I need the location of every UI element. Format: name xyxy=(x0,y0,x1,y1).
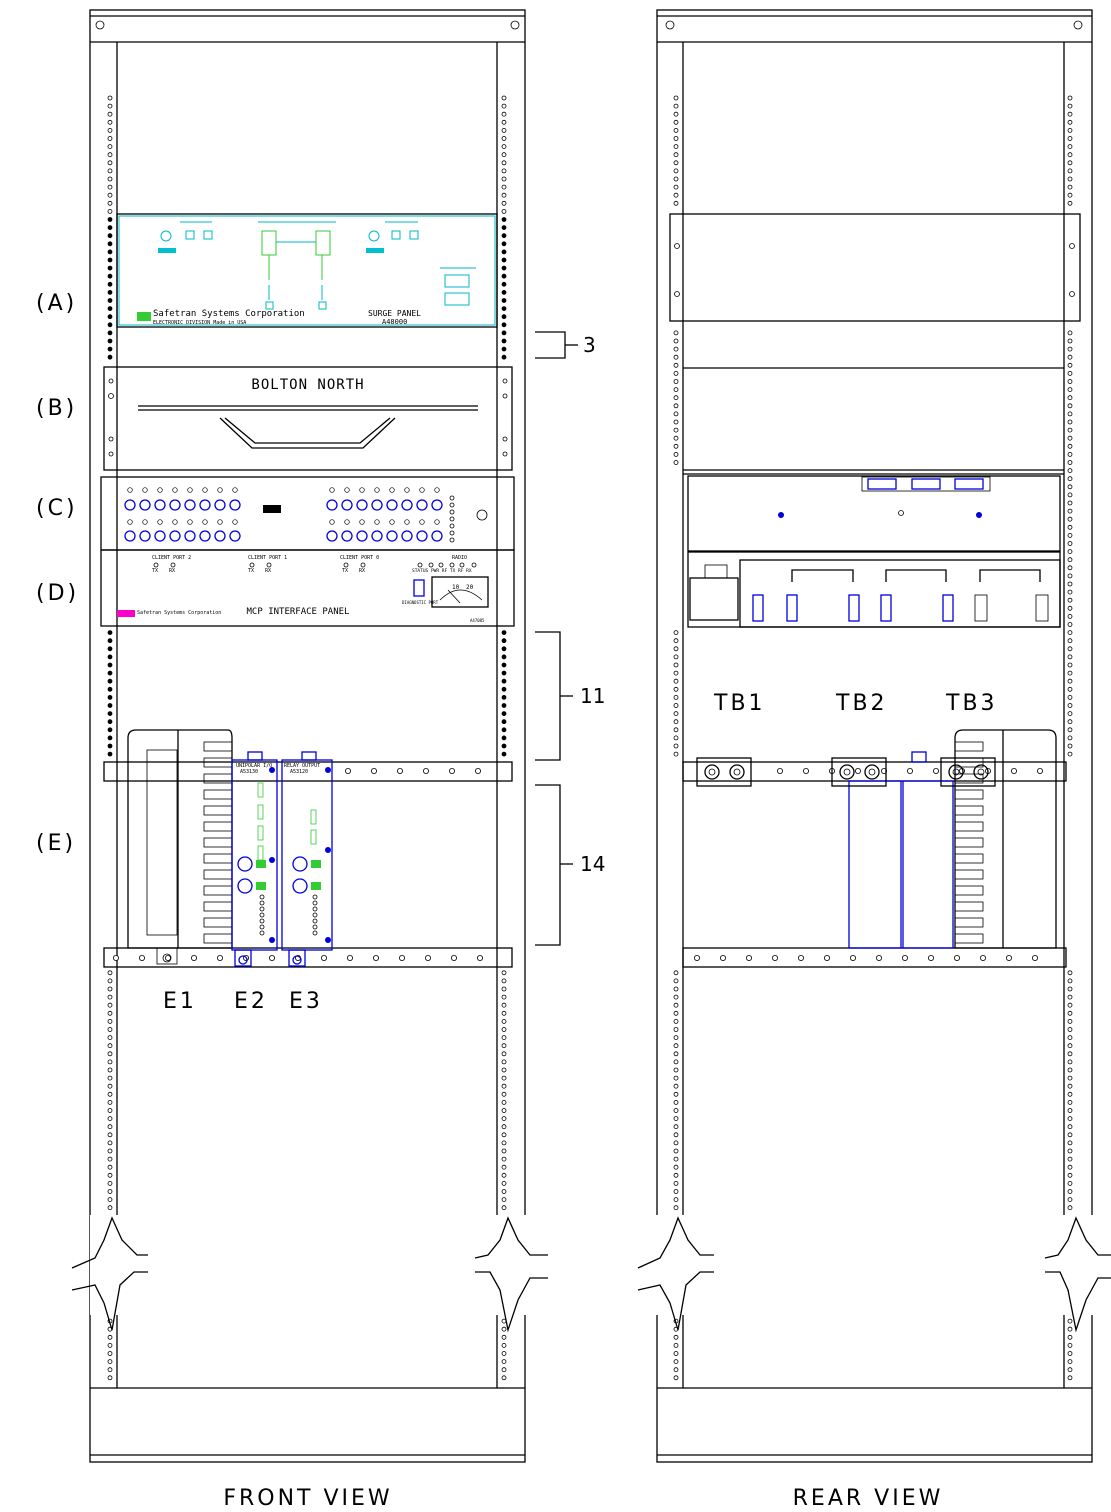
break-symbol-right xyxy=(474,1215,548,1333)
rail-holes-right xyxy=(501,95,507,1381)
rear-rail-holes-right xyxy=(1067,95,1073,1381)
mcp-part: A47085 xyxy=(470,618,485,623)
dimension-11-label: 11 xyxy=(580,684,605,708)
label-tb2: TB2 xyxy=(835,691,888,716)
tx-label-0: TX xyxy=(342,568,348,574)
front-rack xyxy=(71,9,548,1463)
label-c: (C) xyxy=(36,496,78,521)
diagnostic-port-label: DIAGNOSTIC PORT xyxy=(402,600,439,605)
status-labels: STATUS PWR RF TX RF RX xyxy=(412,568,472,574)
e3-part: A53120 xyxy=(290,769,308,775)
tx-label-1: TX xyxy=(248,568,254,574)
module-e3: RELAY OUTPUT A53120 xyxy=(281,751,333,967)
rear-rail-holes-left xyxy=(673,95,679,1381)
dimension-14-label: 14 xyxy=(580,852,605,876)
rear-heatsink xyxy=(954,741,984,944)
meter-10: 10 xyxy=(452,584,460,591)
bolton-label: BOLTON NORTH xyxy=(251,377,364,393)
dimension-3-label: 3 xyxy=(583,333,596,357)
label-b: (B) xyxy=(36,396,77,421)
module-leds xyxy=(257,782,318,936)
bolton-panel: BOLTON NORTH xyxy=(103,366,513,471)
client-port-0: CLIENT PORT 0 xyxy=(340,555,379,561)
surge-panel: Safetran Systems Corporation ELECTRONIC … xyxy=(116,213,498,328)
client-port-1: CLIENT PORT 1 xyxy=(248,555,287,561)
dimension-14: 14 xyxy=(535,784,605,946)
mcp-company: Safetran Systems Corporation xyxy=(137,610,221,616)
rear-break-right xyxy=(1044,1215,1111,1333)
e3-title: RELAY OUTPUT xyxy=(284,763,320,769)
label-tb3: TB3 xyxy=(945,691,998,716)
label-d: (D) xyxy=(36,581,79,606)
rx-label-0: RX xyxy=(359,568,365,574)
e2-title: UNIPOLAR I/O xyxy=(236,763,272,769)
label-a: (A) xyxy=(36,291,77,316)
rear-rack xyxy=(637,9,1111,1463)
client-port-2: CLIENT PORT 2 xyxy=(152,555,191,561)
mcp-title: MCP INTERFACE PANEL xyxy=(247,607,350,617)
tb3 xyxy=(940,757,996,787)
tx-label-2: TX xyxy=(152,568,158,574)
rx-label-1: RX xyxy=(265,568,271,574)
port-panel-front xyxy=(100,476,515,551)
e1-heatsink xyxy=(203,741,233,944)
label-e2: E2 xyxy=(234,989,268,1014)
meter-20: 20 xyxy=(466,584,474,591)
port-leds xyxy=(153,562,477,568)
tb1 xyxy=(696,757,752,787)
module-shelf-front: UNIPOLAR I/O A53130 RELAY OUTPUT A53120 xyxy=(103,729,513,968)
label-e1: E1 xyxy=(163,989,197,1014)
front-view-label: FRONT VIEW xyxy=(223,1486,392,1511)
module-e1 xyxy=(127,729,233,965)
dimension-3: 3 xyxy=(535,331,596,359)
rear-interface-panel xyxy=(687,551,1061,628)
break-symbol-left xyxy=(71,1215,148,1331)
rear-bar-holes-bottom xyxy=(694,955,1039,962)
surge-company: Safetran Systems Corporation xyxy=(153,309,305,319)
dimension-11: 11 xyxy=(535,631,605,761)
label-tb1: TB1 xyxy=(713,691,766,716)
mcp-panel: CLIENT PORT 2 CLIENT PORT 1 CLIENT PORT … xyxy=(100,549,515,627)
rear-break-left xyxy=(637,1215,714,1331)
rear-bar-holes xyxy=(777,768,1044,775)
label-e: (E) xyxy=(36,831,76,856)
module-e2: UNIPOLAR I/O A53130 xyxy=(231,751,278,967)
bar-holes-top xyxy=(344,768,481,775)
rear-port-panel xyxy=(687,475,1061,552)
tb2 xyxy=(831,757,887,787)
label-e3: E3 xyxy=(289,989,323,1014)
radio-label: RADIO xyxy=(452,555,467,561)
surge-part: A48000 xyxy=(382,318,407,326)
rear-view-label: REAR VIEW xyxy=(793,1486,944,1511)
led-grid xyxy=(124,487,455,543)
rx-label-2: RX xyxy=(169,568,175,574)
surge-title: SURGE PANEL xyxy=(368,309,421,318)
rear-blank-panel xyxy=(669,213,1081,322)
rail-holes-left xyxy=(107,95,113,1381)
rear-module-shelf xyxy=(682,729,1067,968)
e2-part: A53130 xyxy=(240,769,258,775)
surge-division: ELECTRONIC DIVISION Made in USA xyxy=(153,320,246,326)
